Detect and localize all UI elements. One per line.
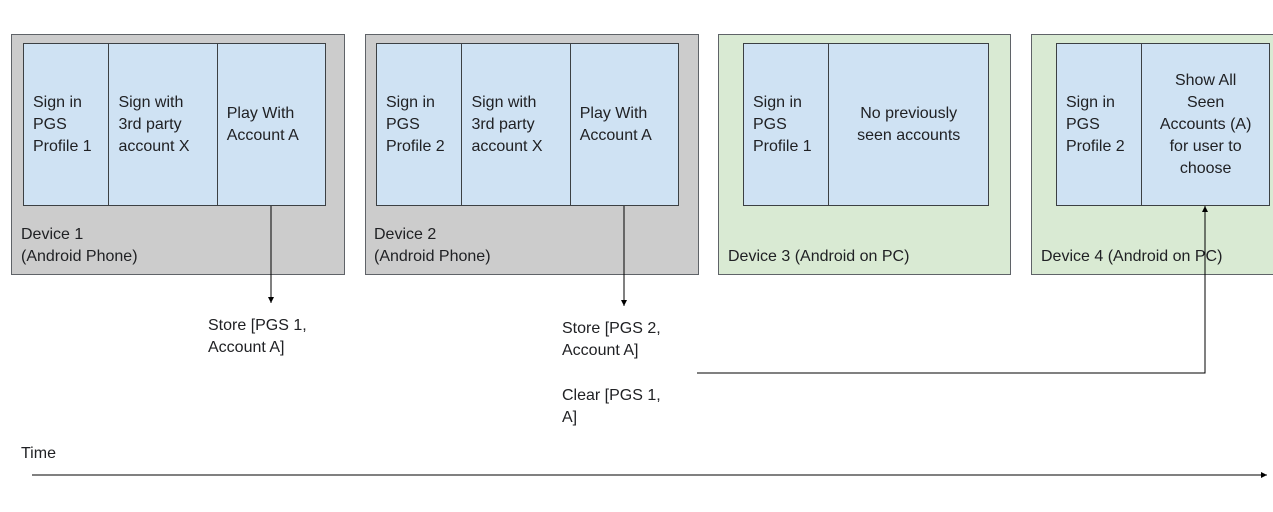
clear-note-1: Clear [PGS 1, A] [562,387,661,426]
device-3-label: Device 3 (Android on PC) [728,248,910,265]
device-1-steps: Sign in PGS Profile 1 Sign with 3rd part… [23,43,326,206]
device-3-step-1: Sign in PGS Profile 1 [744,44,830,205]
time-label: Time [21,445,56,462]
device-1-label: Device 1 (Android Phone) [21,226,138,265]
device-4-label: Device 4 (Android on PC) [1041,248,1223,265]
device-4-step-2: Show All Seen Accounts (A) for user to c… [1159,71,1252,177]
store-note-1: Store [PGS 1, Account A] [208,317,307,356]
device-2-step-1: Sign in PGS Profile 2 [377,44,463,205]
device-2-step-2: Sign with 3rd party account X [462,44,571,205]
device-2-label: Device 2 (Android Phone) [374,226,491,265]
device-2-steps: Sign in PGS Profile 2 Sign with 3rd part… [376,43,679,206]
arrow-clear-to-device-4 [697,206,1208,374]
device-1-step-3: Play With Account A [226,104,299,144]
device-3-steps: Sign in PGS Profile 1 No previously seen… [743,43,989,206]
device-1-step-2: Sign with 3rd party account X [109,44,218,205]
device-4-step-1: Sign in PGS Profile 2 [1057,44,1143,205]
device-2-step-3: Play With Account A [579,104,652,144]
store-note-2: Store [PGS 2, Account A] [562,320,661,359]
device-4-steps: Sign in PGS Profile 2 Show All Seen Acco… [1056,43,1270,206]
device-1-step-1: Sign in PGS Profile 1 [24,44,110,205]
device-3-step-2: No previously seen accounts [857,104,961,144]
